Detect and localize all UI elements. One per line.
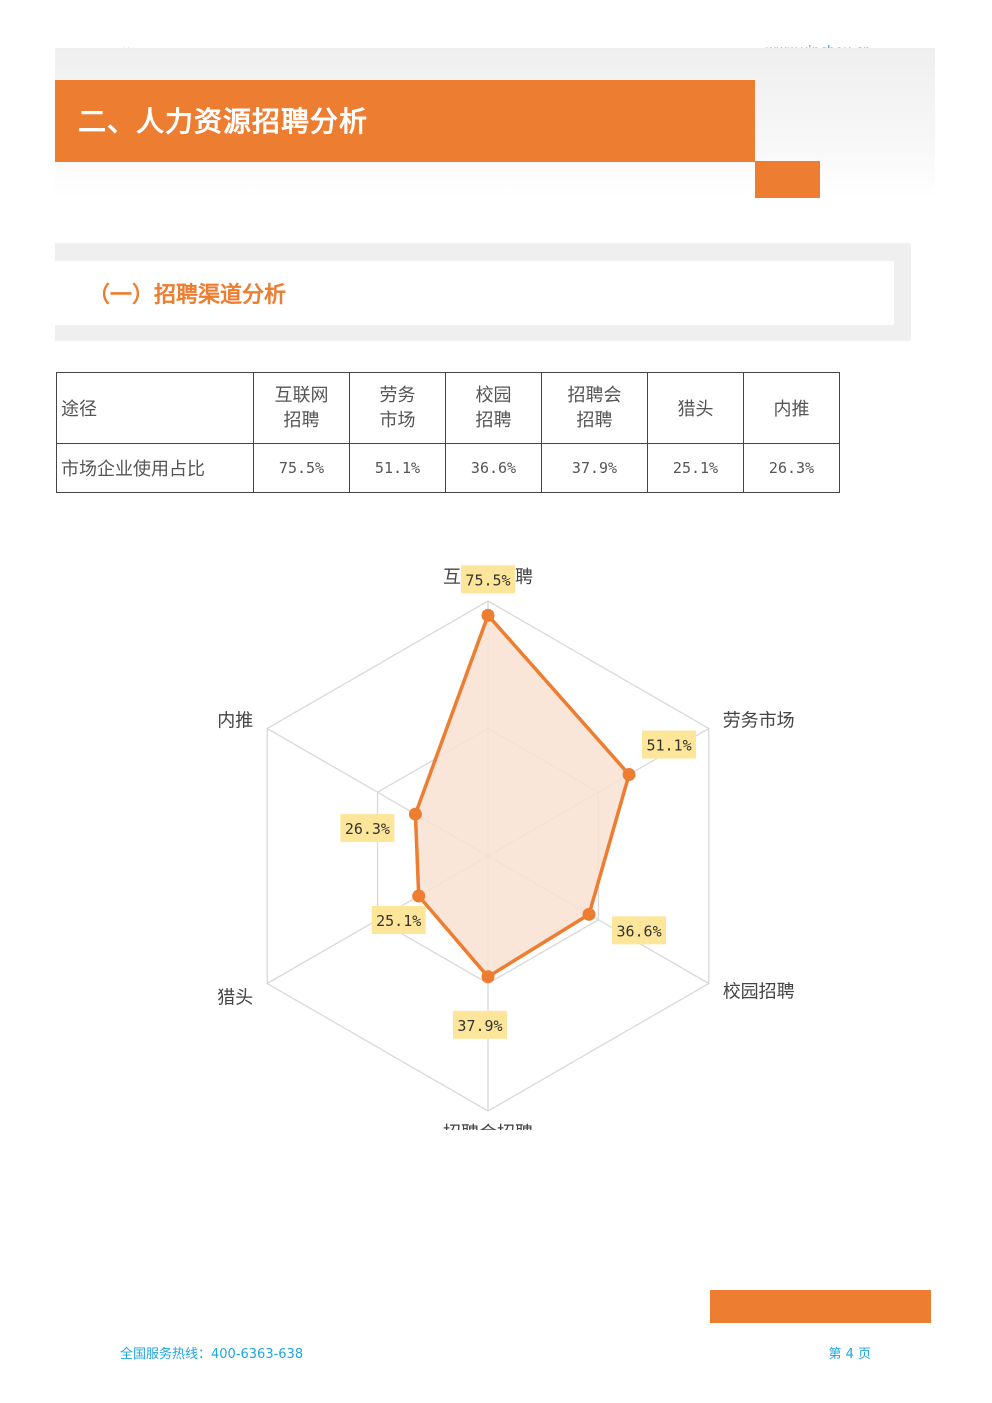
page-number: 第 4 页 [828,1347,871,1362]
table-cell: 25.1% [647,443,744,493]
section-box [55,261,894,325]
table-cell: 26.3% [743,443,840,493]
table-cell: 75.5% [253,443,350,493]
radar-data-label: 26.3% [345,820,390,838]
radar-category-label: 校园招聘 [723,982,795,1003]
service-hotline: 全国服务热线：400-6363-638 [120,1347,304,1362]
radar-data-point [622,768,636,782]
table-column-header: 猎头 [647,372,744,444]
radar-data-label-box [461,565,515,594]
radar-data-point [481,608,495,622]
radar-data-label-box [453,1010,507,1039]
table-row-header: 市场企业使用占比 [56,443,254,493]
channel-table: 途径 互联网招聘 劳务市场 校园招聘 招聘会招聘 猎头 内推 市场企业使用占比 … [56,372,840,493]
chapter-band [55,80,755,162]
table-cell: 37.9% [541,443,648,493]
radar-data-label: 51.1% [646,737,691,755]
radar-series-area [415,615,630,977]
table-header-row: 途径 互联网招聘 劳务市场 校园招聘 招聘会招聘 猎头 内推 [56,372,840,444]
table-cell: 36.6% [445,443,542,493]
chapter-accent-block [755,161,820,198]
radar-category-label: 内推 [217,711,253,732]
radar-data-label: 36.6% [616,922,661,940]
radar-data-label: 25.1% [376,912,421,930]
radar-data-label: 75.5% [465,571,510,589]
table-column-header: 互联网招聘 [253,372,350,444]
radar-data-point [408,807,422,821]
table-column-header: 招聘会招聘 [541,372,648,444]
table-column-header: 劳务市场 [349,372,446,444]
radar-data-label-box [371,906,426,935]
radar-data-point [412,889,426,903]
radar-data-label-box [612,916,667,945]
radar-data-point [582,907,596,921]
radar-chart: 互联网招聘劳务市场校园招聘招聘会招聘猎头内推75.5%51.1%36.6%37.… [217,565,795,1130]
table-row-header: 途径 [56,372,254,444]
table-column-header: 校园招聘 [445,372,542,444]
chapter-title: 二、人力资源招聘分析 [78,105,369,138]
table-column-header: 内推 [743,372,840,444]
radar-category-label: 劳务市场 [723,711,795,732]
radar-data-label: 37.9% [457,1017,502,1035]
table-cell: 51.1% [349,443,446,493]
radar-data-point [481,970,495,984]
table-data-row: 市场企业使用占比 75.5% 51.1% 36.6% 37.9% 25.1% 2… [56,443,840,493]
radar-category-label: 猎头 [217,988,253,1009]
footer-accent-bar [710,1290,931,1323]
radar-data-label-box [340,814,395,843]
radar-data-label-box [642,730,697,759]
section-title: （一）招聘渠道分析 [88,283,287,308]
